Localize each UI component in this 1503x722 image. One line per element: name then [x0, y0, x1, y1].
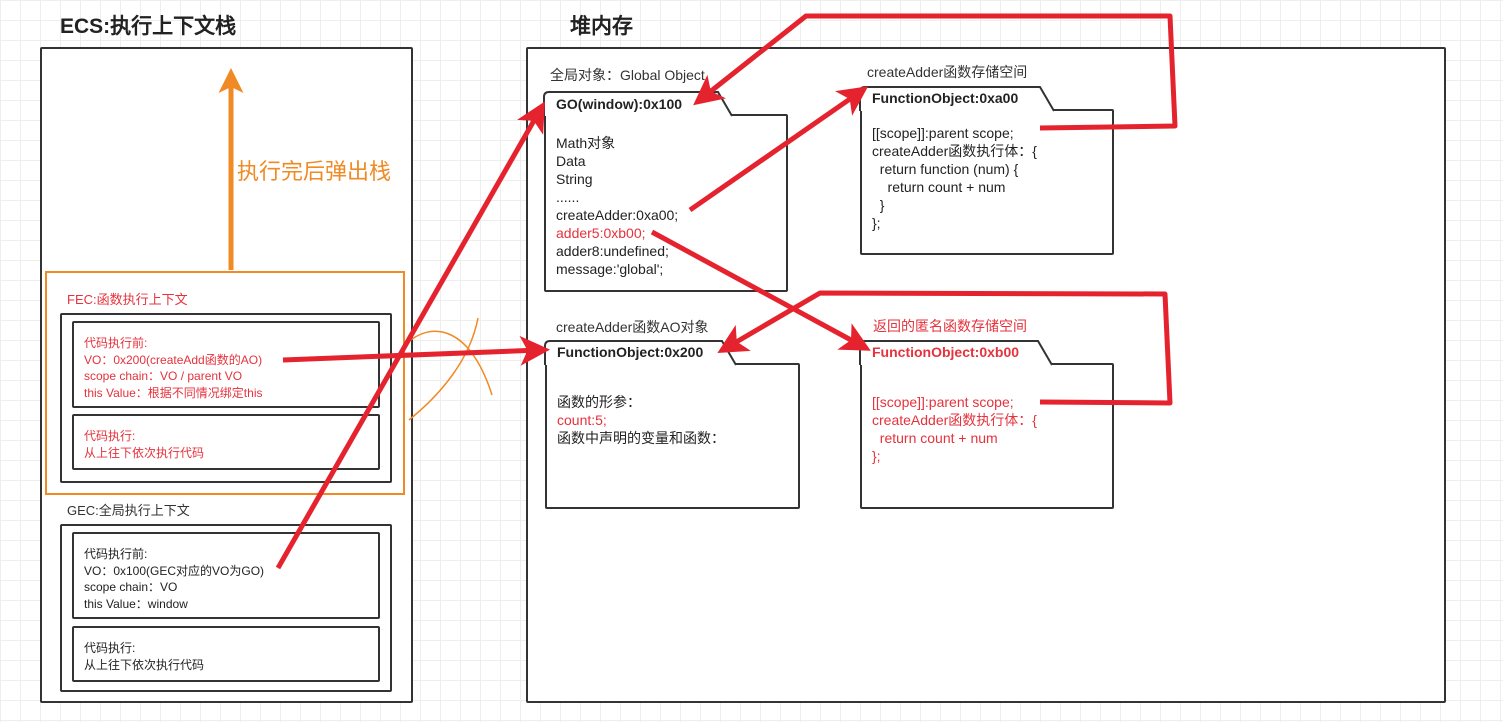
ecs-title: ECS:执行上下文栈 — [60, 15, 237, 38]
ao-200-tab-label: FunctionObject:0x200 — [557, 344, 704, 360]
gec-before-line: 代码执行前: — [84, 547, 148, 561]
pop-stack-label: 执行完后弹出栈 — [237, 159, 392, 184]
gec-exec-section: 代码执行: 从上往下依次执行代码 — [72, 626, 380, 682]
ao-200-line: 函数的形参： — [557, 394, 641, 410]
gec-exec-line: 从上往下依次执行代码 — [84, 657, 205, 672]
ao-200-line: 函数中声明的变量和函数： — [557, 430, 725, 446]
fo-a00-line: return function (num) { — [872, 161, 1019, 177]
fo-a00-line: } — [872, 197, 885, 213]
gec-exec-line: 代码执行: — [84, 641, 136, 655]
fo-b00-box: [[scope]]:parent scope; createAdder函数执行体… — [860, 363, 1114, 509]
fo-a00-line: }; — [872, 215, 881, 231]
fec-frame — [45, 271, 405, 495]
ao-200-caption: createAdder函数AO对象 — [556, 319, 709, 335]
arrow-adder5-to-fo-b00 — [650, 229, 871, 351]
fo-a00-line: createAdder函数执行体：{ — [872, 143, 1037, 159]
go-line: Math对象 — [556, 135, 616, 151]
gec-title: GEC:全局执行上下文 — [67, 503, 190, 518]
go-line: Data — [556, 153, 586, 169]
go-line: adder5:0xb00; — [556, 225, 646, 241]
gec-before-line: scope chain：VO — [84, 580, 178, 594]
gec-before-line: VO：0x100(GEC对应的VO为GO) — [84, 563, 265, 578]
ao-200-line: count:5; — [557, 412, 607, 428]
go-line: message:'global'; — [556, 261, 664, 277]
go-line: String — [556, 171, 593, 187]
fec-before-line: VO：0x200(createAdd函数的AO) — [84, 352, 263, 367]
fec-before-line: 代码执行前: — [84, 336, 148, 350]
go-tab-label: GO(window):0x100 — [556, 96, 683, 112]
fec-before-section: 代码执行前: VO：0x200(createAdd函数的AO) scope ch… — [72, 321, 380, 408]
gec-before-section: 代码执行前: VO：0x100(GEC对应的VO为GO) scope chain… — [72, 532, 380, 619]
fec-before-line: scope chain：VO / parent VO — [84, 369, 243, 383]
arrow-fec-vo-to-ao — [282, 335, 550, 366]
arrow-fo-a00-scope-to-go — [693, 13, 1178, 131]
go-caption: 全局对象：Global Object — [550, 67, 705, 83]
fec-exec-line: 从上往下依次执行代码 — [84, 445, 205, 460]
go-line: createAdder:0xa00; — [556, 207, 679, 223]
cross-mark — [408, 317, 479, 421]
go-line: adder8:undefined; — [556, 243, 669, 259]
fo-a00-line: [[scope]]:parent scope; — [872, 125, 1014, 141]
fo-a00-box: [[scope]]:parent scope; createAdder函数执行体… — [860, 109, 1114, 255]
fo-a00-tab-label: FunctionObject:0xa00 — [872, 90, 1019, 106]
go-line: ...... — [556, 189, 580, 205]
fo-b00-line: return count + num — [872, 430, 998, 446]
fo-a00-caption: createAdder函数存储空间 — [867, 64, 1028, 80]
arrow-gec-vo-to-go — [275, 101, 545, 570]
fo-b00-line: }; — [872, 448, 881, 464]
go-object-box: Math对象 Data String ...... createAdder:0x… — [544, 114, 788, 292]
fo-a00-line: return count + num — [872, 179, 1006, 195]
fo-b00-caption: 返回的匿名函数存储空间 — [873, 318, 1027, 334]
gec-before-line: this Value：window — [84, 596, 188, 611]
fec-exec-section: 代码执行: 从上往下依次执行代码 — [72, 414, 380, 470]
fec-before-line: this Value：根据不同情况绑定this — [84, 385, 263, 400]
go-tab-shape — [543, 91, 733, 117]
cross-mark — [404, 330, 493, 396]
arrow-fo-b00-scope-to-ao — [717, 290, 1173, 406]
fo-b00-line: [[scope]]:parent scope; — [872, 394, 1014, 410]
fo-b00-line: createAdder函数执行体：{ — [872, 412, 1037, 428]
fo-b00-tab-label: FunctionObject:0xb00 — [872, 344, 1020, 360]
fec-exec-line: 代码执行: — [84, 429, 136, 443]
fec-title: FEC:函数执行上下文 — [67, 292, 188, 307]
arrow-go-to-fo-a00 — [688, 86, 869, 213]
heap-title: 堆内存 — [570, 15, 633, 38]
